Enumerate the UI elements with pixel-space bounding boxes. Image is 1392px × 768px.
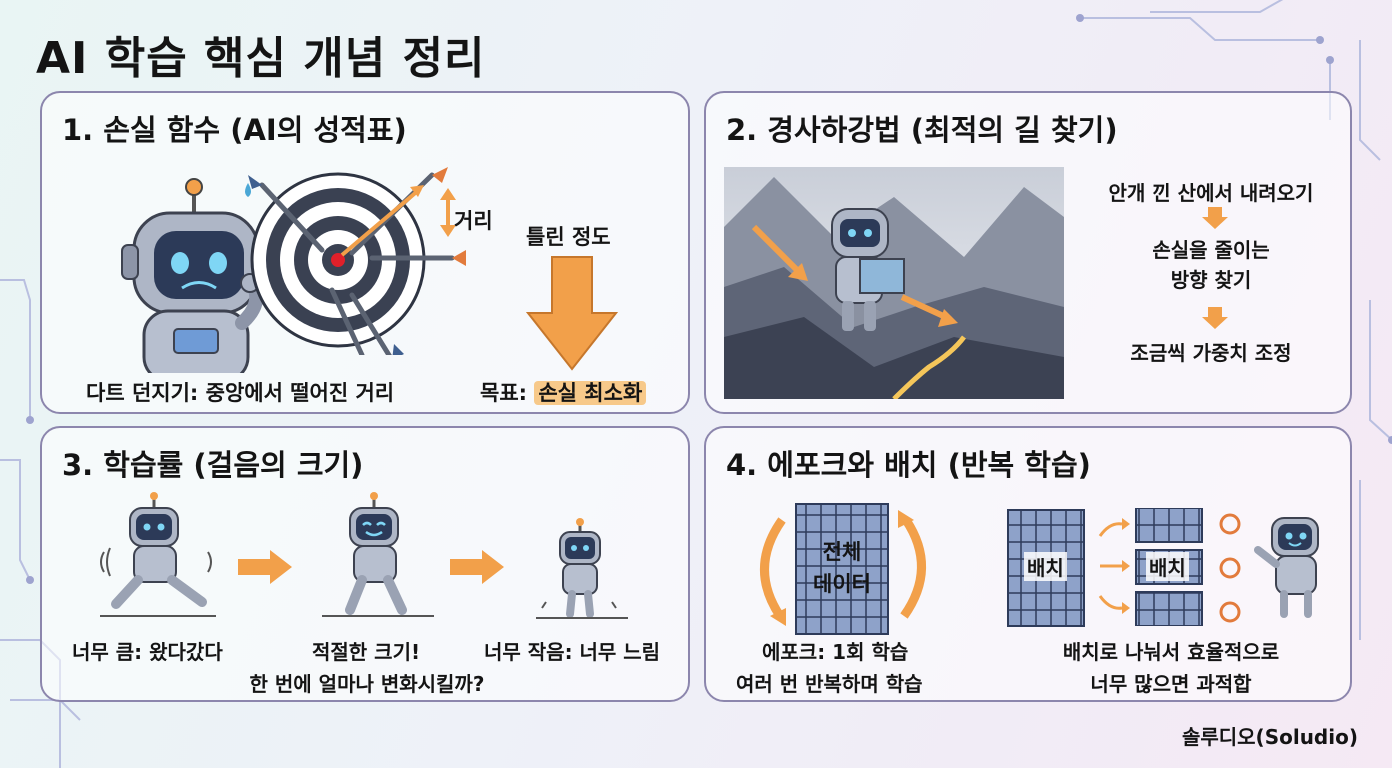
worried-robot-illustration <box>121 178 264 373</box>
batch-line-2: 너무 많으면 과적합 <box>1090 672 1252 696</box>
full-data-cycle-illustration <box>760 503 926 635</box>
right-arrow-icon <box>238 550 292 584</box>
credit-label: 솔루디오(Soludio) <box>1181 725 1358 749</box>
big-step-robot-illustration <box>100 492 216 617</box>
loss-function-panel: 1. 손실 함수 (AI의 성적표) <box>40 91 690 414</box>
step-2-label: 손실을 줄이는 방향 찾기 <box>1152 238 1270 292</box>
small-step-robot-illustration <box>536 518 628 619</box>
goal-highlight: 손실 최소화 <box>534 381 647 405</box>
step-arrow-icon <box>1202 307 1228 329</box>
down-arrow-icon <box>526 256 618 371</box>
batch-label: 배치 <box>1146 552 1189 581</box>
learning-rate-panel: 3. 학습률 (걸음의 크기) 너무 큼: 왔다갔다 적절한 크기! 너무 작음… <box>40 426 690 702</box>
goal-line: 목표: 손실 최소화 <box>480 377 647 407</box>
wrong-degree-label: 틀린 정도 <box>526 225 611 249</box>
epoch-line-2: 여러 번 반복하며 학습 <box>736 672 923 696</box>
panel-heading: 1. 손실 함수 (AI의 성적표) <box>62 113 407 147</box>
waving-robot-illustration <box>1254 517 1319 618</box>
right-arrow-icon <box>450 550 504 584</box>
gradient-descent-panel: 2. 경사하강법 (최적의 길 찾기) 안개 낀 산에서 내려오기 손실을 줄이… <box>704 91 1352 414</box>
too-small-label: 너무 작음: 너무 느림 <box>484 640 661 664</box>
step-3-label: 조금씩 가중치 조정 <box>1130 341 1292 365</box>
dartboard-illustration <box>248 167 466 355</box>
step-1-label: 안개 낀 산에서 내려오기 <box>1108 181 1314 205</box>
batch-line-1: 배치로 나눠서 효율적으로 <box>1062 640 1280 664</box>
distance-label: 거리 <box>454 209 493 233</box>
foggy-mountain-illustration <box>724 167 1064 399</box>
panel-heading: 3. 학습률 (걸음의 크기) <box>62 448 364 482</box>
page-title: AI 학습 핵심 개념 정리 <box>36 33 486 84</box>
step-arrow-icon <box>1202 207 1228 229</box>
panel-heading: 2. 경사하강법 (최적의 길 찾기) <box>726 113 1118 147</box>
panel-heading: 4. 에포크와 배치 (반복 학습) <box>726 448 1091 482</box>
too-big-label: 너무 큼: 왔다갔다 <box>72 640 223 664</box>
batch-label: 배치 <box>1024 552 1067 581</box>
right-step-robot-illustration <box>322 492 434 617</box>
epoch-batch-panel: 4. 에포크와 배치 (반복 학습) 전체 데이터 배치 배치 <box>704 426 1352 702</box>
just-right-label: 적절한 크기! <box>312 640 421 664</box>
dart-caption: 다트 던지기: 중앙에서 떨어진 거리 <box>86 381 395 405</box>
epoch-line-1: 에포크: 1회 학습 <box>762 640 909 664</box>
goal-prefix: 목표: <box>480 381 528 405</box>
learning-rate-question: 한 번에 얼마나 변화시킬까? <box>249 672 485 696</box>
full-data-label: 전체 데이터 <box>813 540 871 596</box>
